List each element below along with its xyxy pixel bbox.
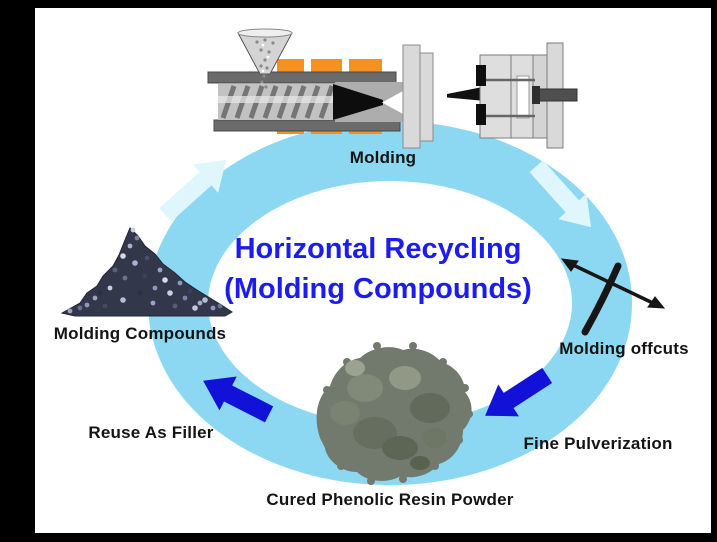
mold-illustration bbox=[447, 42, 578, 149]
hopper-icon bbox=[237, 28, 293, 89]
label-molding: Molding bbox=[349, 148, 417, 167]
offcut-cross-icon bbox=[560, 258, 666, 336]
label-fine-pulverization: Fine Pulverization bbox=[523, 434, 673, 453]
powder-pile-image bbox=[316, 342, 473, 485]
label-molding-offcuts: Molding offcuts bbox=[559, 339, 689, 358]
granule-pile-image bbox=[60, 227, 233, 317]
diagram-title-line1: Horizontal Recycling bbox=[234, 232, 522, 265]
label-reuse-as-filler: Reuse As Filler bbox=[88, 423, 214, 442]
reuse-as-filler-arrow-icon bbox=[203, 376, 274, 423]
label-molding-compounds: Molding Compounds bbox=[53, 324, 227, 343]
label-cured-phenolic-resin-powder: Cured Phenolic Resin Powder bbox=[266, 490, 514, 509]
diagram-title: Horizontal Recycling (Molding Compounds) bbox=[224, 229, 532, 309]
extruder-illustration bbox=[207, 28, 434, 149]
cycle-arrow-up-right-icon bbox=[159, 159, 227, 222]
screw-barrel bbox=[218, 82, 403, 122]
diagram-canvas bbox=[60, 28, 666, 485]
diagram-title-line2: (Molding Compounds) bbox=[224, 273, 532, 305]
diagram-slide: Horizontal Recycling (Molding Compounds)… bbox=[35, 8, 711, 533]
ejector-rod bbox=[532, 86, 578, 104]
fine-pulverization-arrow-icon bbox=[485, 367, 553, 417]
cycle-arrow-down-right-icon bbox=[529, 160, 592, 228]
